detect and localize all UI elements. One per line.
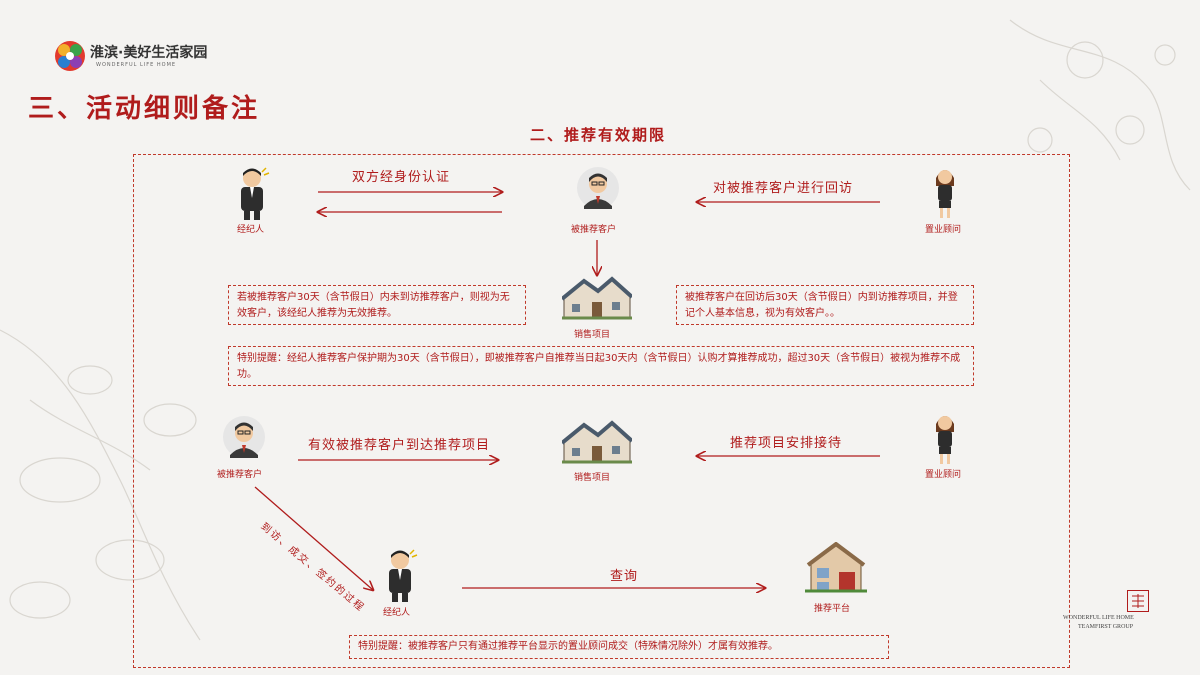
broker-figure-2 xyxy=(380,548,420,602)
businesswoman-icon xyxy=(936,416,954,464)
businesswoman-icon xyxy=(936,170,954,218)
house-icon xyxy=(560,420,634,464)
consultant-label-2: 置业顾问 xyxy=(925,470,962,480)
footer-seal-icon xyxy=(1127,590,1149,612)
broker-label-2: 经纪人 xyxy=(383,608,411,618)
sales-label-2: 销售项目 xyxy=(574,473,611,483)
logo-cn-text: 淮滨·美好生活家园 xyxy=(90,45,208,61)
footer-line2: TEAMFIRST GROUP xyxy=(1078,624,1134,630)
arrow2-label: 推荐项目安排接待 xyxy=(730,436,843,451)
client-avatar xyxy=(576,166,620,210)
consultant-figure xyxy=(930,164,960,218)
note-left: 若被推荐客户30天（含节假日）内未到访推荐客户，则视为无效客户，该经纪人推荐为无… xyxy=(228,285,526,325)
broker-figure xyxy=(232,166,272,220)
section-title: 二、推荐有效期限 xyxy=(530,126,667,144)
platform-label: 推荐平台 xyxy=(814,604,851,614)
arrow1-label: 有效被推荐客户到达推荐项目 xyxy=(308,438,491,453)
broker-label: 经纪人 xyxy=(237,225,265,235)
note-special-1: 特别提醒：经纪人推荐客户保护期为30天（含节假日），即被推荐客户自推荐当日起30… xyxy=(228,346,974,386)
note-special-2: 特别提醒：被推荐客户只有通过推荐平台显示的置业顾问成交（特殊情况除外）才属有效推… xyxy=(349,635,889,659)
client-label: 被推荐客户 xyxy=(571,225,617,235)
house-icon xyxy=(560,276,634,320)
main-frame xyxy=(133,154,1070,668)
platform-building xyxy=(805,541,867,594)
arrow-right-label: 对被推荐客户进行回访 xyxy=(713,181,854,196)
sales-building-1 xyxy=(560,276,634,320)
platform-house-icon xyxy=(805,541,867,593)
page-title: 三、活动细则备注 xyxy=(28,94,261,124)
query-label: 查询 xyxy=(610,569,639,584)
logo-en-text: WONDERFUL LIFE HOME xyxy=(96,62,177,68)
arrow-client-to-broker-diagonal xyxy=(254,486,373,590)
arrow-left-label: 双方经身份认证 xyxy=(352,170,451,185)
logo: 淮滨·美好生活家园 WONDERFUL LIFE HOME xyxy=(52,38,207,78)
consultant-label: 置业顾问 xyxy=(925,225,962,235)
client-avatar-2 xyxy=(222,415,266,459)
businessman-icon xyxy=(241,167,270,220)
consultant-figure-2 xyxy=(930,410,960,464)
footer-line1: WONDERFUL LIFE HOME xyxy=(1063,615,1134,621)
client-avatar-icon xyxy=(577,167,619,209)
logo-emblem-icon xyxy=(55,41,85,71)
client-label-2: 被推荐客户 xyxy=(217,470,263,480)
client-avatar-icon xyxy=(223,416,265,458)
businessman-icon xyxy=(389,549,418,602)
note-right: 被推荐客户在回访后30天（含节假日）内到访推荐项目，并登记个人基本信息，视为有效… xyxy=(676,285,974,325)
sales-label-1: 销售项目 xyxy=(574,330,611,340)
sales-building-2 xyxy=(560,420,634,464)
